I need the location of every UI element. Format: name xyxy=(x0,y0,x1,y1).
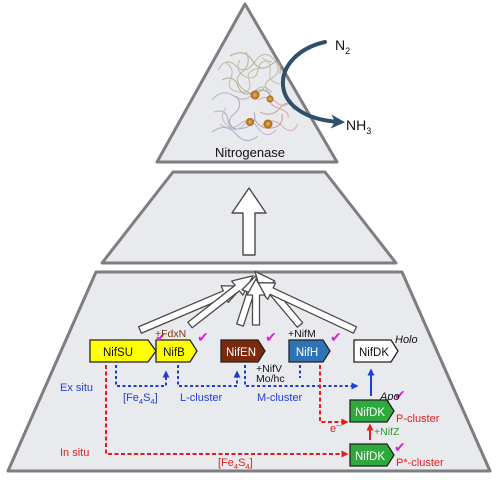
fe4s4-exsitu-label: [Fe4S4] xyxy=(123,392,158,406)
fdxn-label: +FdxN xyxy=(155,328,186,340)
in-situ-label: In situ xyxy=(60,447,89,459)
n2-to-nh3-arrow xyxy=(280,40,345,129)
checkmark-icon: ✔ xyxy=(155,329,167,345)
pstar-cluster-label: P*-cluster xyxy=(396,457,444,469)
nitrogenase-structure-image xyxy=(211,51,299,142)
nitrogenase-label: Nitrogenase xyxy=(215,145,285,160)
nifh-label: NifH xyxy=(296,347,318,359)
exsitu-path-fe4s4 xyxy=(115,365,170,387)
checkmark-icon: ✔ xyxy=(265,329,277,345)
nifv-label: +NifV xyxy=(256,363,282,375)
nifdk-apo-box xyxy=(349,399,395,423)
fe4s4-insitu-label: [Fe4S4] xyxy=(218,457,253,471)
l-cluster-label: L-cluster xyxy=(180,392,223,404)
nifen-box xyxy=(220,339,266,363)
converging-arrows xyxy=(137,270,358,334)
electron-label: e− xyxy=(330,421,341,435)
ex-situ-label: Ex situ xyxy=(60,382,93,394)
nifdk-insitu-label: NifDK xyxy=(355,451,385,463)
apo-label: Apo xyxy=(379,391,400,403)
nifb-box xyxy=(155,339,198,363)
nifz-label: +NifZ xyxy=(374,426,400,438)
nifdk-insitu-box xyxy=(349,443,395,467)
pyramid-top-tier xyxy=(155,2,339,164)
m-cluster-label: M-cluster xyxy=(257,392,303,404)
nifb-label: NifB xyxy=(163,347,185,359)
nifdk-holo-box xyxy=(353,339,399,363)
insitu-path-nifsu xyxy=(105,365,349,458)
nifsu-label: NifSU xyxy=(103,347,133,359)
checkmark-icon: ✔ xyxy=(394,439,406,455)
exsitu-path-l-cluster xyxy=(177,365,241,387)
nifen-label: NifEN xyxy=(226,347,256,359)
nifdk-apo-label: NifDK xyxy=(355,407,385,419)
checkmark-icon: ✔ xyxy=(197,329,209,345)
n2-label: N2 xyxy=(335,37,350,56)
arrow-from-nifdk xyxy=(252,282,358,334)
checkmark-icon: ✔ xyxy=(330,329,342,345)
nifh-box xyxy=(288,339,331,363)
nifsu-box xyxy=(89,339,157,363)
nifdk-holo-label: NifDK xyxy=(359,347,389,359)
arrow-center xyxy=(246,278,266,326)
nh3-label: NH3 xyxy=(346,117,371,136)
checkmark-icon: ✔ xyxy=(394,387,406,403)
mo-hc-label: Mo/hc xyxy=(256,373,285,385)
p-cluster-label: P-cluster xyxy=(396,413,440,425)
insitu-path-electron xyxy=(319,365,349,426)
nifm-label: +NifM xyxy=(288,328,316,340)
up-arrow-middle xyxy=(231,187,267,256)
holo-label: Holo xyxy=(395,334,418,346)
